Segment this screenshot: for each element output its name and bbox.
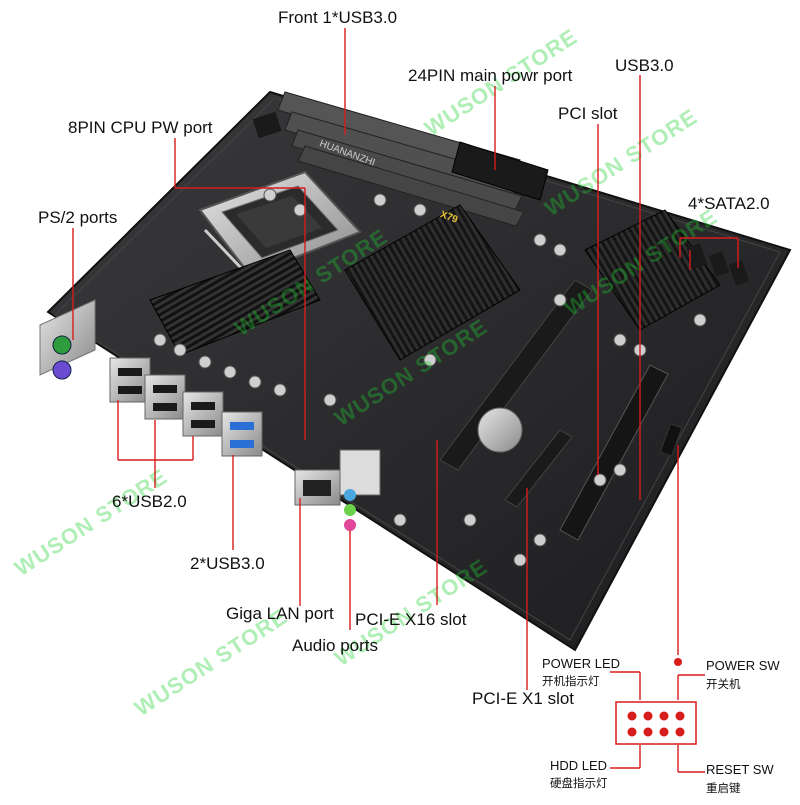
label-reset-sw: RESET SW	[706, 762, 774, 777]
label-hdd-led: HDD LED	[550, 758, 608, 773]
label-audio: Audio ports	[292, 636, 378, 655]
label-ps2: PS/2 ports	[38, 208, 118, 227]
label-cpu-power: 8PIN CPU PW port	[68, 118, 213, 137]
pci-slot-shape	[559, 364, 669, 541]
label-power-sw-cn: 开关机	[706, 679, 741, 691]
label-power-sw: POWER SW	[706, 658, 780, 673]
rear-io	[39, 299, 381, 531]
usb2-stack	[109, 357, 224, 437]
vrm-heatsink	[149, 249, 321, 356]
label-pcie1: PCI-E X1 slot	[472, 689, 575, 708]
label-usb3-header: USB3.0	[615, 56, 674, 75]
label-usb2: 6*USB2.0	[112, 492, 187, 511]
label-pcie16: PCI-E X16 slot	[355, 610, 467, 629]
label-reset-sw-cn: 重启键	[706, 783, 741, 795]
label-power-led: POWER LED	[542, 656, 621, 671]
label-power-led-cn: 开机指示灯	[542, 676, 600, 688]
pcie-x16-slot-shape	[439, 279, 593, 471]
cpu-8pin	[252, 111, 282, 139]
capacitors	[153, 188, 707, 567]
cpu-socket	[198, 170, 362, 292]
cmos-battery	[477, 407, 523, 453]
label-main-power: 24PIN main powr port	[408, 66, 573, 85]
label-lan: Giga LAN port	[226, 604, 334, 623]
atx-24pin	[451, 141, 549, 201]
label-pci-slot: PCI slot	[558, 104, 618, 123]
label-sata: 4*SATA2.0	[688, 194, 770, 213]
label-hdd-led-cn: 硬盘指示灯	[550, 778, 608, 790]
chipset-heatsink	[344, 204, 521, 361]
front-panel-pin-diagram	[615, 701, 697, 745]
label-front-usb3: Front 1*USB3.0	[278, 8, 398, 27]
label-usb3-rear: 2*USB3.0	[190, 554, 265, 573]
